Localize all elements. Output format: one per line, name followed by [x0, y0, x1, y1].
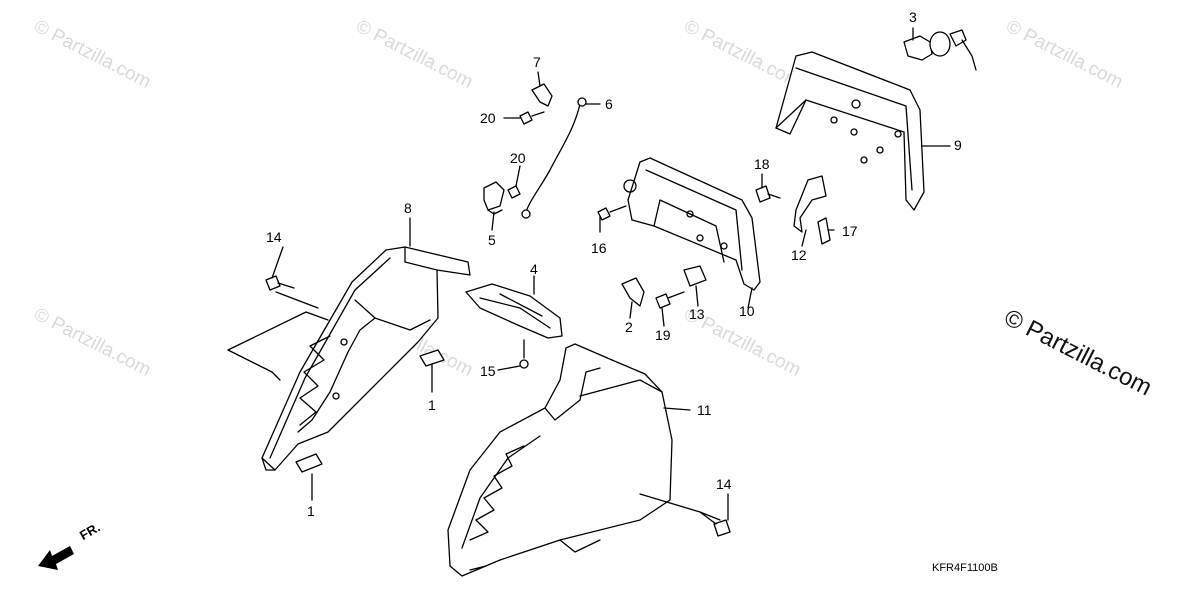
- part-3-key-lock: [903, 29, 977, 71]
- callout-10: 10: [739, 303, 755, 319]
- diagram-code: KFR4F1100B: [932, 562, 998, 574]
- callout-18: 18: [754, 156, 770, 172]
- callout-4: 4: [530, 261, 538, 277]
- callout-8: 8: [404, 200, 412, 216]
- callout-12: 12: [791, 247, 807, 263]
- part-14-bolt: [699, 511, 731, 537]
- part-14-bolt: [265, 275, 295, 291]
- callout-14: 14: [266, 229, 282, 245]
- part-4-center-cover: [465, 283, 563, 339]
- part-11-leg-shield: [447, 343, 673, 577]
- callout-9: 9: [954, 137, 962, 153]
- part-10-inner-frame: [623, 157, 761, 291]
- callout-6: 6: [605, 96, 613, 112]
- callout-20: 20: [510, 150, 526, 166]
- front-arrow-icon: [38, 546, 74, 570]
- callout-1: 1: [428, 397, 436, 413]
- part-8-inner-shield: [261, 246, 471, 471]
- callout-11: 11: [697, 402, 712, 418]
- callout-15: 15: [480, 363, 496, 379]
- callout-7: 7: [533, 54, 541, 70]
- callout-2: 2: [625, 319, 633, 335]
- callout-17: 17: [842, 223, 858, 239]
- part-9-carrier: [775, 51, 925, 211]
- callout-5: 5: [488, 232, 496, 248]
- callout-16: 16: [591, 240, 607, 256]
- callout-13: 13: [689, 306, 705, 322]
- callout-20: 20: [480, 110, 496, 126]
- callout-3: 3: [909, 9, 917, 25]
- callout-19: 19: [655, 327, 671, 343]
- callout-14: 14: [716, 476, 732, 492]
- callout-1: 1: [307, 503, 315, 519]
